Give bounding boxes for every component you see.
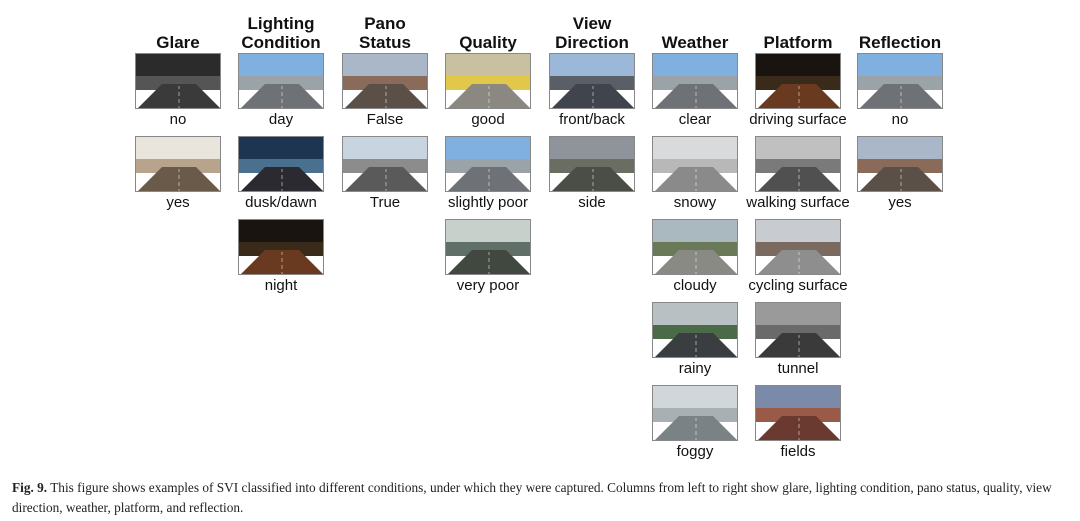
example-image-quality-very-poor	[445, 219, 531, 275]
example-label: walking surface	[746, 194, 850, 211]
example-label: driving surface	[749, 111, 847, 128]
column-header-line: Lighting	[247, 14, 315, 33]
column-header-glare: Glare	[123, 0, 233, 52]
example-image-platform-tunnel	[755, 302, 841, 358]
example-label: cloudy	[673, 277, 717, 294]
example-image-reflection-yes	[857, 136, 943, 192]
column-header-weather: Weather	[640, 0, 750, 52]
caption-text: This figure shows examples of SVI classi…	[12, 480, 1052, 515]
example-label: good	[471, 111, 505, 128]
example-image-quality-slightly-poor	[445, 136, 531, 192]
example-image-glare-no	[135, 53, 221, 109]
example-image-platform-cycling-surface	[755, 219, 841, 275]
column-header-platform: Platform	[743, 0, 853, 52]
example-image-weather-rainy	[652, 302, 738, 358]
example-label: dusk/dawn	[245, 194, 317, 211]
column-header-line: Quality	[459, 33, 517, 52]
example-label: side	[578, 194, 606, 211]
caption-fig-label: Fig. 9.	[12, 480, 48, 495]
example-label: yes	[166, 194, 190, 211]
example-label: night	[264, 277, 298, 294]
example-image-lighting-condition-dusk-dawn	[238, 136, 324, 192]
example-image-quality-good	[445, 53, 531, 109]
column-header-line: Weather	[661, 33, 729, 52]
column-header-line: Reflection	[858, 33, 942, 52]
example-image-lighting-condition-night	[238, 219, 324, 275]
example-image-reflection-no	[857, 53, 943, 109]
column-header-line: Direction	[555, 33, 629, 52]
example-label: no	[169, 111, 187, 128]
column-header-line: Glare	[156, 33, 200, 52]
example-label: clear	[678, 111, 712, 128]
example-label: slightly poor	[447, 194, 529, 211]
column-header-line: Status	[359, 33, 411, 52]
example-label: cycling surface	[748, 277, 848, 294]
example-label: very poor	[456, 277, 520, 294]
example-label: rainy	[678, 360, 712, 377]
column-header-line: Condition	[241, 33, 321, 52]
column-header-line: Pano	[364, 14, 406, 33]
example-label: no	[891, 111, 909, 128]
example-image-view-direction-side	[549, 136, 635, 192]
example-image-platform-walking-surface	[755, 136, 841, 192]
example-label: foggy	[676, 443, 714, 460]
example-label: True	[369, 194, 401, 211]
column-header-quality: Quality	[433, 0, 543, 52]
example-image-weather-foggy	[652, 385, 738, 441]
example-image-view-direction-front-back	[549, 53, 635, 109]
example-image-weather-cloudy	[652, 219, 738, 275]
example-label: tunnel	[777, 360, 819, 377]
example-image-glare-yes	[135, 136, 221, 192]
example-label: False	[366, 111, 404, 128]
example-label: day	[268, 111, 294, 128]
example-image-platform-driving-surface	[755, 53, 841, 109]
example-image-pano-status-true	[342, 136, 428, 192]
example-label: front/back	[559, 111, 625, 128]
figure-caption: Fig. 9. This figure shows examples of SV…	[12, 478, 1068, 518]
column-header-reflection: Reflection	[845, 0, 955, 52]
example-label: fields	[780, 443, 816, 460]
column-header-line: Platform	[763, 33, 833, 52]
example-image-weather-clear	[652, 53, 738, 109]
example-label: snowy	[673, 194, 717, 211]
example-image-platform-fields	[755, 385, 841, 441]
example-image-weather-snowy	[652, 136, 738, 192]
example-label: yes	[888, 194, 912, 211]
example-image-lighting-condition-day	[238, 53, 324, 109]
example-image-pano-status-false	[342, 53, 428, 109]
column-header-line: View	[572, 14, 612, 33]
